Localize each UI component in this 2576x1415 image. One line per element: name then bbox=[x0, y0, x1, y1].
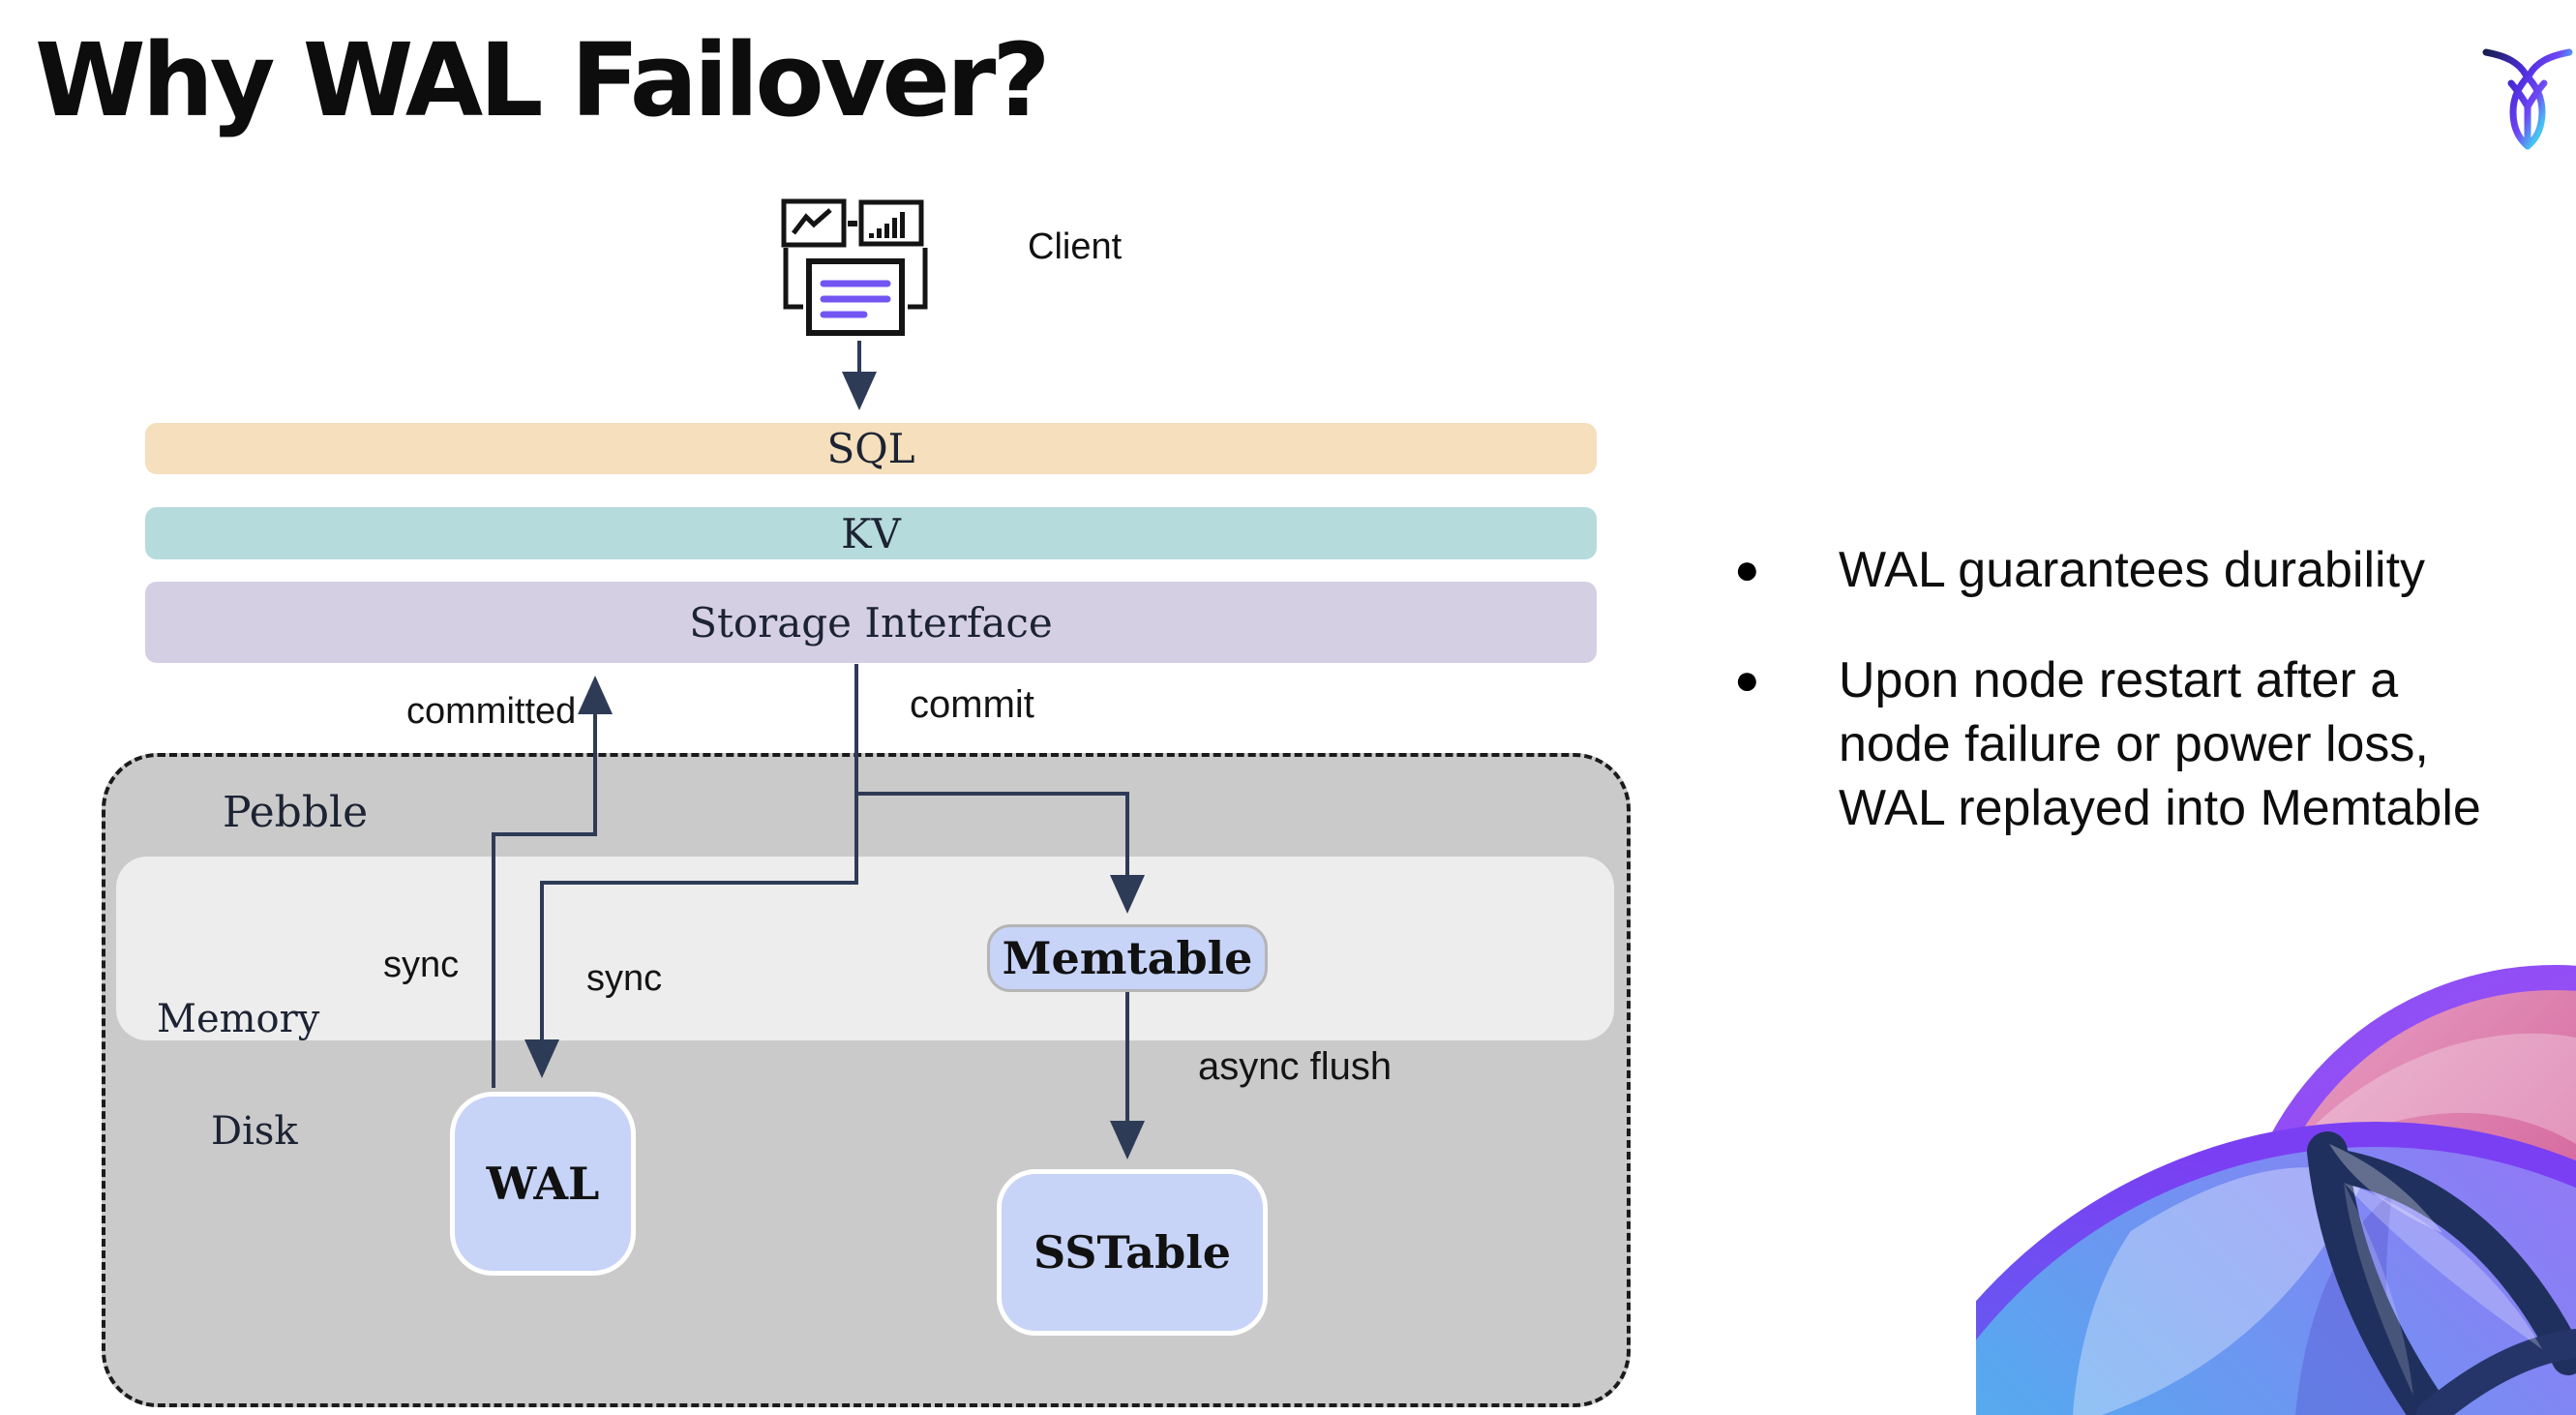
memory-region bbox=[116, 857, 1614, 1040]
page-title: Why WAL Failover? bbox=[35, 21, 1051, 139]
logo-branch-right bbox=[2524, 79, 2548, 110]
bullet-line: Upon node restart after a bbox=[1839, 652, 2399, 708]
bar-chart-icon bbox=[858, 199, 924, 247]
client-dashboard-icon bbox=[781, 198, 928, 336]
sync-left-label: sync bbox=[383, 945, 460, 985]
layer-kv-label: KV bbox=[841, 509, 901, 557]
wal-box: WAL bbox=[450, 1092, 636, 1276]
bracket-right bbox=[908, 248, 928, 310]
dash-connector bbox=[848, 221, 857, 226]
line-chart-icon bbox=[781, 198, 847, 248]
bracket-left bbox=[783, 248, 803, 310]
decor-navy-stem bbox=[2307, 1131, 2451, 1415]
layer-kv: KV bbox=[145, 507, 1597, 559]
layer-sql-label: SQL bbox=[826, 425, 915, 472]
list-item: ● WAL guarantees durability bbox=[1734, 538, 2489, 602]
pebble-container bbox=[102, 753, 1631, 1407]
sstable-box: SSTable bbox=[997, 1169, 1268, 1336]
sstable-label: SSTable bbox=[1033, 1226, 1231, 1279]
decor-fan-wedge bbox=[2329, 1144, 2442, 1233]
document-icon bbox=[806, 258, 905, 336]
sync-right-label: sync bbox=[586, 958, 663, 999]
cockroachdb-logo-icon bbox=[2482, 48, 2573, 150]
decor-blue-sphere-outline bbox=[1976, 1122, 2576, 1340]
bullet-text: Upon node restart after a node failure o… bbox=[1839, 648, 2481, 840]
client-label: Client bbox=[1028, 226, 1123, 267]
decor-fan-wedge bbox=[2344, 1183, 2413, 1396]
bullet-line: WAL replayed into Memtable bbox=[1839, 780, 2481, 836]
layer-sql: SQL bbox=[145, 423, 1597, 474]
disk-label: Disk bbox=[211, 1109, 298, 1154]
layer-storage-interface: Storage Interface bbox=[145, 582, 1597, 663]
wal-label: WAL bbox=[486, 1158, 600, 1210]
decor-fan-wedge bbox=[2344, 1183, 2542, 1349]
bullet-dot: ● bbox=[1734, 656, 1760, 704]
commit-label: commit bbox=[910, 683, 1034, 726]
decor-lavender-wedge bbox=[2073, 1167, 2363, 1415]
pebble-label: Pebble bbox=[223, 788, 369, 837]
memory-label: Memory bbox=[157, 997, 320, 1041]
bullet-text: WAL guarantees durability bbox=[1839, 542, 2426, 598]
memtable-label: Memtable bbox=[1002, 932, 1253, 984]
layer-storage-label: Storage Interface bbox=[689, 598, 1053, 647]
bullet-list: ● WAL guarantees durability ● Upon node … bbox=[1734, 538, 2489, 887]
bullet-dot: ● bbox=[1734, 546, 1760, 593]
decor-navy-leaf-arc bbox=[2320, 1149, 2576, 1375]
async-flush-label: async flush bbox=[1198, 1045, 1393, 1088]
decor-pink-highlight bbox=[2266, 1033, 2576, 1183]
decor-navy-bottom-arc bbox=[2416, 1329, 2576, 1415]
brand-decoration-graphic bbox=[1976, 965, 2576, 1415]
committed-label: committed bbox=[406, 691, 577, 732]
memtable-box: Memtable bbox=[987, 924, 1268, 992]
list-item: ● Upon node restart after a node failure… bbox=[1734, 648, 2489, 840]
bullet-line: node failure or power loss, bbox=[1839, 716, 2429, 772]
